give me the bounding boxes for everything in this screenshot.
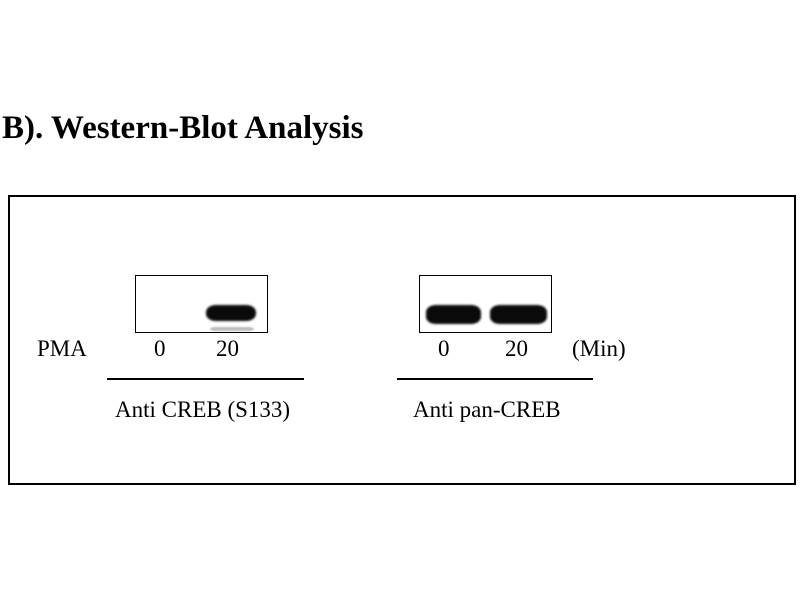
antibody-label: Anti pan-CREB: [413, 397, 561, 422]
blot-band-pan-creb-0min: [426, 305, 481, 324]
blot-band-pan-creb-20min: [490, 305, 547, 324]
lane-label: 0: [154, 336, 166, 361]
lane-label: 20: [505, 336, 528, 361]
time-unit-label: (Min): [572, 336, 626, 361]
blot-panel-phospho-creb: [135, 275, 268, 333]
panel-divider-line: [107, 378, 304, 380]
antibody-label: Anti CREB (S133): [115, 397, 291, 422]
lane-label: 20: [216, 336, 239, 361]
blot-panel-pan-creb: [419, 275, 552, 333]
figure-frame: [8, 195, 796, 485]
treatment-label: PMA: [37, 336, 87, 361]
panel-divider-line: [397, 378, 593, 380]
blot-band-phospho-creb-20min: [206, 305, 256, 321]
lane-label: 0: [438, 336, 450, 361]
figure-title: B). Western-Blot Analysis: [2, 110, 364, 146]
blot-faint-band-phospho-creb-20min: [210, 327, 254, 331]
